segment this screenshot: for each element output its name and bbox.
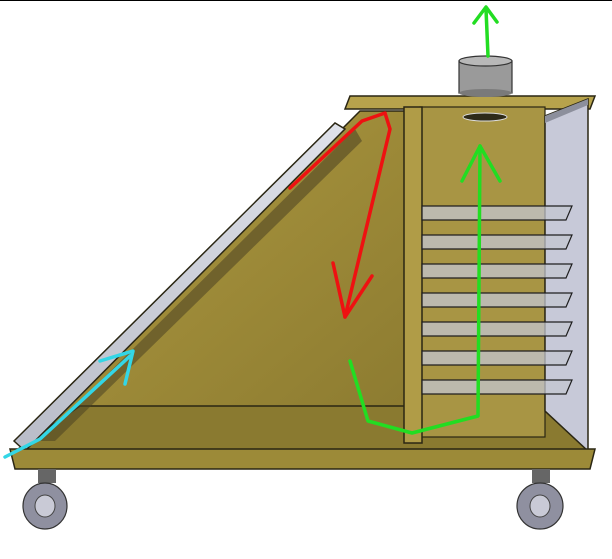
drying-tray	[421, 234, 573, 250]
wheel-left	[22, 469, 68, 530]
intake-air-arrow	[3, 349, 135, 459]
drying-tray	[421, 205, 573, 221]
chimney	[458, 55, 513, 97]
hot-air-down-arrow	[288, 111, 392, 319]
drying-tray	[421, 263, 573, 279]
vent-hole	[462, 112, 508, 122]
drying-air-up-arrow	[348, 144, 502, 435]
roof-board	[343, 95, 597, 110]
drying-tray	[421, 321, 573, 337]
drying-tray	[421, 350, 573, 366]
base-board	[9, 448, 596, 470]
drying-tray	[421, 292, 573, 308]
wheel-right	[516, 469, 564, 530]
drying-trays	[421, 205, 573, 395]
side-panel-frame	[545, 99, 588, 123]
exhaust-arrow	[472, 5, 499, 58]
divider-wall	[403, 106, 423, 444]
drying-tray	[421, 379, 573, 395]
